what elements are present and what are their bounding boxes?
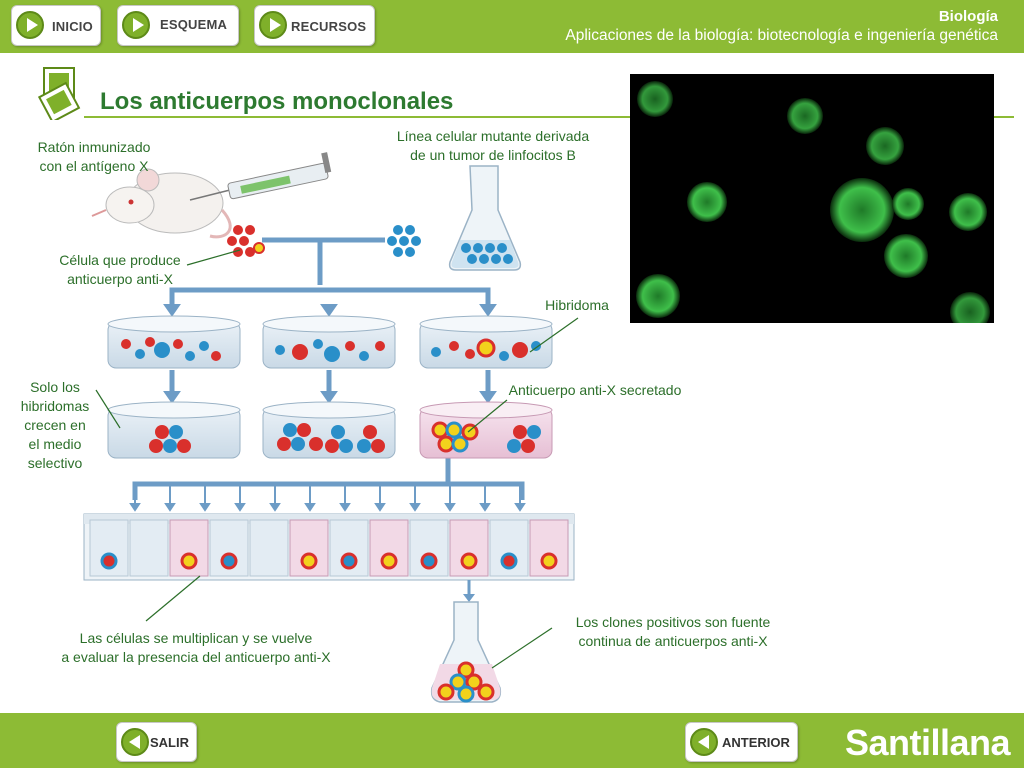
title-divider — [84, 116, 1014, 118]
fusion-dish-3 — [419, 315, 553, 369]
producer-cell-label: Célula que produce anticuerpo anti-X — [46, 251, 194, 289]
syringe-illustration — [189, 152, 332, 201]
cell-line-label-line2: de un tumor de linfocitos B — [410, 147, 576, 163]
anterior-button[interactable]: ANTERIOR — [685, 722, 798, 762]
clone-flask — [430, 601, 502, 703]
producer-label-line2: anticuerpo anti-X — [67, 271, 173, 287]
mouse-label-line1: Ratón inmunizado — [37, 139, 151, 155]
selective-label-line3: crecen en — [24, 417, 86, 433]
positive-clones-label: Los clones positivos son fuente continua… — [556, 613, 790, 651]
microscopy-image — [630, 74, 994, 323]
selective-dish-2 — [262, 401, 396, 459]
mouse-illustration — [91, 168, 232, 239]
flow-arrow-heads — [163, 304, 497, 404]
brand-logo: Santillana — [844, 722, 1011, 763]
anterior-label: ANTERIOR — [722, 735, 790, 750]
top-bar: INICIO ESQUEMA RECURSOS Biología Aplicac… — [0, 0, 1024, 53]
subject-title: Biología — [938, 8, 998, 25]
multiply-label-line2: a evaluar la presencia del anticuerpo an… — [61, 649, 331, 665]
play-icon — [122, 11, 150, 39]
well-plate — [83, 513, 575, 581]
recursos-button[interactable]: RECURSOS — [254, 5, 375, 46]
unit-title: Aplicaciones de la biología: biotecnolog… — [565, 27, 998, 44]
tumor-cells — [387, 225, 421, 257]
play-icon — [16, 11, 44, 39]
secreted-antibody-label: Anticuerpo anti-X secretado — [508, 382, 682, 398]
salir-button[interactable]: SALIR — [116, 722, 197, 762]
inicio-label: INICIO — [52, 19, 93, 34]
bottom-bar: SALIR ANTERIOR Santillana — [0, 713, 1024, 768]
mouse-label: Ratón inmunizado con el antígeno X — [26, 138, 162, 176]
page-title: Los anticuerpos monoclonales — [100, 88, 454, 115]
cell-line-label: Línea celular mutante derivada de un tum… — [378, 127, 608, 165]
fusion-dish-2 — [262, 315, 396, 369]
slides-icon — [38, 67, 81, 120]
multiply-label-line1: Las células se multiplican y se vuelve — [79, 630, 313, 646]
recursos-label: RECURSOS — [291, 19, 367, 34]
selective-label-line2: hibridomas — [20, 398, 90, 414]
back-arrow-icon — [690, 728, 718, 756]
mouse-label-line2: con el antígeno X — [39, 158, 149, 174]
play-icon — [259, 11, 287, 39]
multiply-label: Las células se multiplican y se vuelve a… — [40, 629, 352, 667]
selective-dish-1 — [107, 401, 241, 459]
monoclonal-antibody-diagram — [83, 152, 579, 703]
flask-icon — [448, 165, 522, 271]
clones-label-line1: Los clones positivos son fuente — [575, 614, 771, 630]
back-arrow-icon — [121, 728, 149, 756]
selective-dish-3 — [419, 401, 553, 459]
esquema-button[interactable]: ESQUEMA — [117, 5, 239, 46]
cell-line-label-line1: Línea celular mutante derivada — [396, 128, 590, 144]
inicio-button[interactable]: INICIO — [11, 5, 101, 46]
antibody-producing-cells — [227, 225, 265, 257]
salir-label: SALIR — [150, 735, 189, 750]
hybridoma-label: Hibridoma — [545, 297, 609, 313]
well-arrows — [129, 486, 526, 512]
producer-label-line1: Célula que produce — [59, 252, 181, 268]
selective-medium-label: Solo los hibridomas crecen en el medio s… — [12, 378, 98, 473]
clones-label-line2: continua de anticuerpos anti-X — [578, 633, 768, 649]
selective-label-line5: selectivo — [27, 455, 83, 471]
fusion-dish-1 — [107, 315, 241, 369]
selective-label-line1: Solo los — [30, 379, 80, 395]
leader-lines — [95, 249, 579, 669]
esquema-label: ESQUEMA — [160, 17, 228, 32]
selective-label-line4: el medio — [28, 436, 82, 452]
